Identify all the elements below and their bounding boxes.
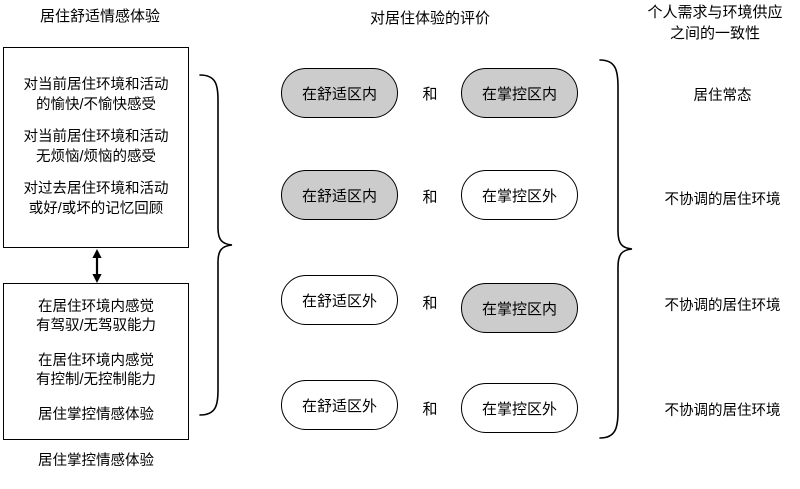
pill-row1-left-label: 在舒适区内 — [301, 85, 377, 103]
left-column-header: 居住舒适情感体验 — [39, 8, 160, 25]
pill-row4-right-label: 在掌控区外 — [481, 400, 557, 418]
outcome-row1: 居住常态 — [693, 88, 752, 104]
conjunction-row1: 和 — [422, 86, 438, 103]
comfort-item-2-line1: 对当前居住环境和活动 — [23, 129, 169, 145]
mastery-item-3: 居住掌控情感体验 — [38, 406, 154, 426]
mastery-item-2-line2: 有控制/无控制能力 — [35, 372, 157, 389]
pill-row3-right[interactable]: 在掌控区内 — [461, 283, 578, 333]
pill-row4-right[interactable]: 在掌控区外 — [461, 383, 578, 433]
mastery-item-2: 在居住环境内感觉 有控制/无控制能力 — [36, 352, 156, 391]
conjunction-row4: 和 — [422, 401, 438, 418]
mastery-item-1: 在居住环境内感觉 有驾驭/无驾驭能力 — [36, 298, 156, 337]
outcome-row2: 不协调的居住环境 — [664, 192, 781, 208]
comfort-item-1-line1: 对当前居住环境和活动 — [23, 77, 169, 93]
comfort-experience-box: 对当前居住环境和活动 的愉快/不愉快感受 对当前居住环境和活动 无烦恼/烦恼的感… — [3, 47, 189, 248]
pill-row3-left-label: 在舒适区外 — [301, 292, 377, 310]
mastery-item-1-line2: 有驾驭/无驾驭能力 — [35, 318, 157, 335]
pill-row4-left[interactable]: 在舒适区外 — [281, 380, 398, 430]
outcome-row3: 不协调的居住环境 — [664, 298, 781, 314]
left-column-caption: 居住掌控情感体验 — [38, 453, 154, 469]
middle-column-header: 对居住体验的评价 — [369, 10, 490, 27]
pill-row3-left[interactable]: 在舒适区外 — [281, 275, 398, 325]
conjunction-row2: 和 — [422, 189, 438, 206]
comfort-item-1-line2: 的愉快/不愉快感受 — [35, 96, 157, 113]
pill-row3-right-label: 在掌控区内 — [481, 300, 557, 318]
pill-row1-right[interactable]: 在掌控区内 — [461, 68, 578, 118]
conjunction-row3: 和 — [422, 295, 438, 312]
left-grouping-brace — [198, 70, 244, 420]
comfort-item-3-line2: 或好/或坏的记忆回顾 — [28, 200, 164, 217]
comfort-item-3-line1: 对过去居住环境和活动 — [23, 181, 169, 197]
pill-row2-right[interactable]: 在掌控区外 — [461, 170, 578, 220]
pill-row1-right-label: 在掌控区内 — [481, 85, 557, 103]
comfort-item-3: 对过去居住环境和活动 或好/或坏的记忆回顾 — [24, 180, 169, 219]
right-column-header-line1: 个人需求与环境供应 — [647, 4, 783, 21]
comfort-item-2-line2: 无烦恼/烦恼的感受 — [35, 148, 157, 165]
comfort-item-1: 对当前居住环境和活动 的愉快/不愉快感受 — [24, 76, 169, 115]
right-column-header-line2: 之间的一致性 — [669, 25, 760, 42]
mastery-item-3-line1: 居住掌控情感体验 — [38, 406, 154, 423]
mastery-item-1-line1: 在居住环境内感觉 — [38, 298, 154, 315]
comfort-item-2: 对当前居住环境和活动 无烦恼/烦恼的感受 — [24, 128, 169, 167]
bidirectional-arrow — [84, 249, 110, 283]
pill-row1-left[interactable]: 在舒适区内 — [281, 68, 398, 118]
outcome-row4: 不协调的居住环境 — [664, 403, 781, 419]
pill-row4-left-label: 在舒适区外 — [301, 397, 377, 415]
pill-row2-right-label: 在掌控区外 — [481, 187, 557, 205]
mastery-item-2-line1: 在居住环境内感觉 — [38, 352, 154, 369]
right-grouping-brace — [598, 55, 644, 445]
pill-row2-left[interactable]: 在舒适区内 — [281, 170, 398, 220]
pill-row2-left-label: 在舒适区内 — [301, 187, 377, 205]
mastery-experience-box: 在居住环境内感觉 有驾驭/无驾驭能力 在居住环境内感觉 有控制/无控制能力 居住… — [3, 283, 189, 440]
